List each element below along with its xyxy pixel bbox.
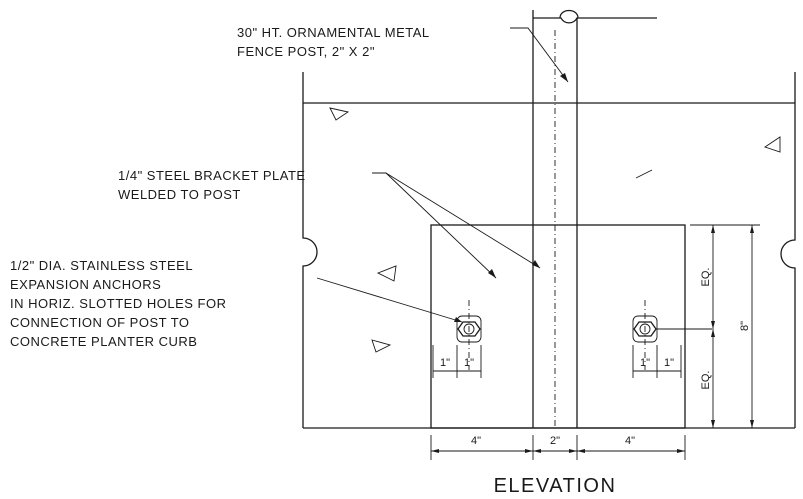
- dim-bolt-right-b: 1": [664, 357, 674, 369]
- anchor-bolt-right: [632, 300, 712, 370]
- anchor-label-line5: CONCRETE PLANTER CURB: [10, 334, 197, 349]
- dim-bolt-right-a: 1": [640, 357, 650, 369]
- bracket-label-line1: 1/4" STEEL BRACKET PLATE: [118, 168, 306, 183]
- fence-post: [532, 9, 657, 428]
- dim-bolt-left-b: 1": [464, 357, 474, 369]
- concrete-curb: [302, 72, 796, 429]
- dim-plate-height: 8": [739, 321, 751, 331]
- anchor-label-line3: IN HORIZ. SLOTTED HOLES FOR: [10, 296, 226, 311]
- bottom-dimension-chain: [430, 435, 686, 460]
- concrete-hatch: [329, 107, 781, 353]
- anchor-label-line4: CONNECTION OF POST TO: [10, 315, 190, 330]
- leaders: [316, 27, 569, 323]
- fence-post-label-line1: 30" HT. ORNAMENTAL METAL: [237, 25, 430, 40]
- anchor-label-line1: 1/2" DIA. STAINLESS STEEL: [10, 258, 193, 273]
- dim-right-plate: 4": [625, 435, 635, 447]
- drawing-title: ELEVATION: [494, 475, 617, 497]
- dim-eq-bottom: EQ.: [700, 371, 712, 390]
- dim-left-plate: 4": [471, 435, 481, 447]
- dim-post-width: 2": [550, 435, 560, 447]
- fence-post-label-line2: FENCE POST, 2" X 2": [237, 44, 375, 59]
- bracket-plate: [430, 224, 686, 429]
- dim-bolt-left-a: 1": [440, 357, 450, 369]
- anchor-bolt-left: [456, 300, 482, 370]
- anchor-label-line2: EXPANSION ANCHORS: [10, 277, 161, 292]
- vertical-dimensions: [690, 224, 760, 429]
- bolt-dimensions: [432, 345, 682, 378]
- dim-eq-top: EQ.: [700, 268, 712, 287]
- bracket-label-line2: WELDED TO POST: [118, 187, 241, 202]
